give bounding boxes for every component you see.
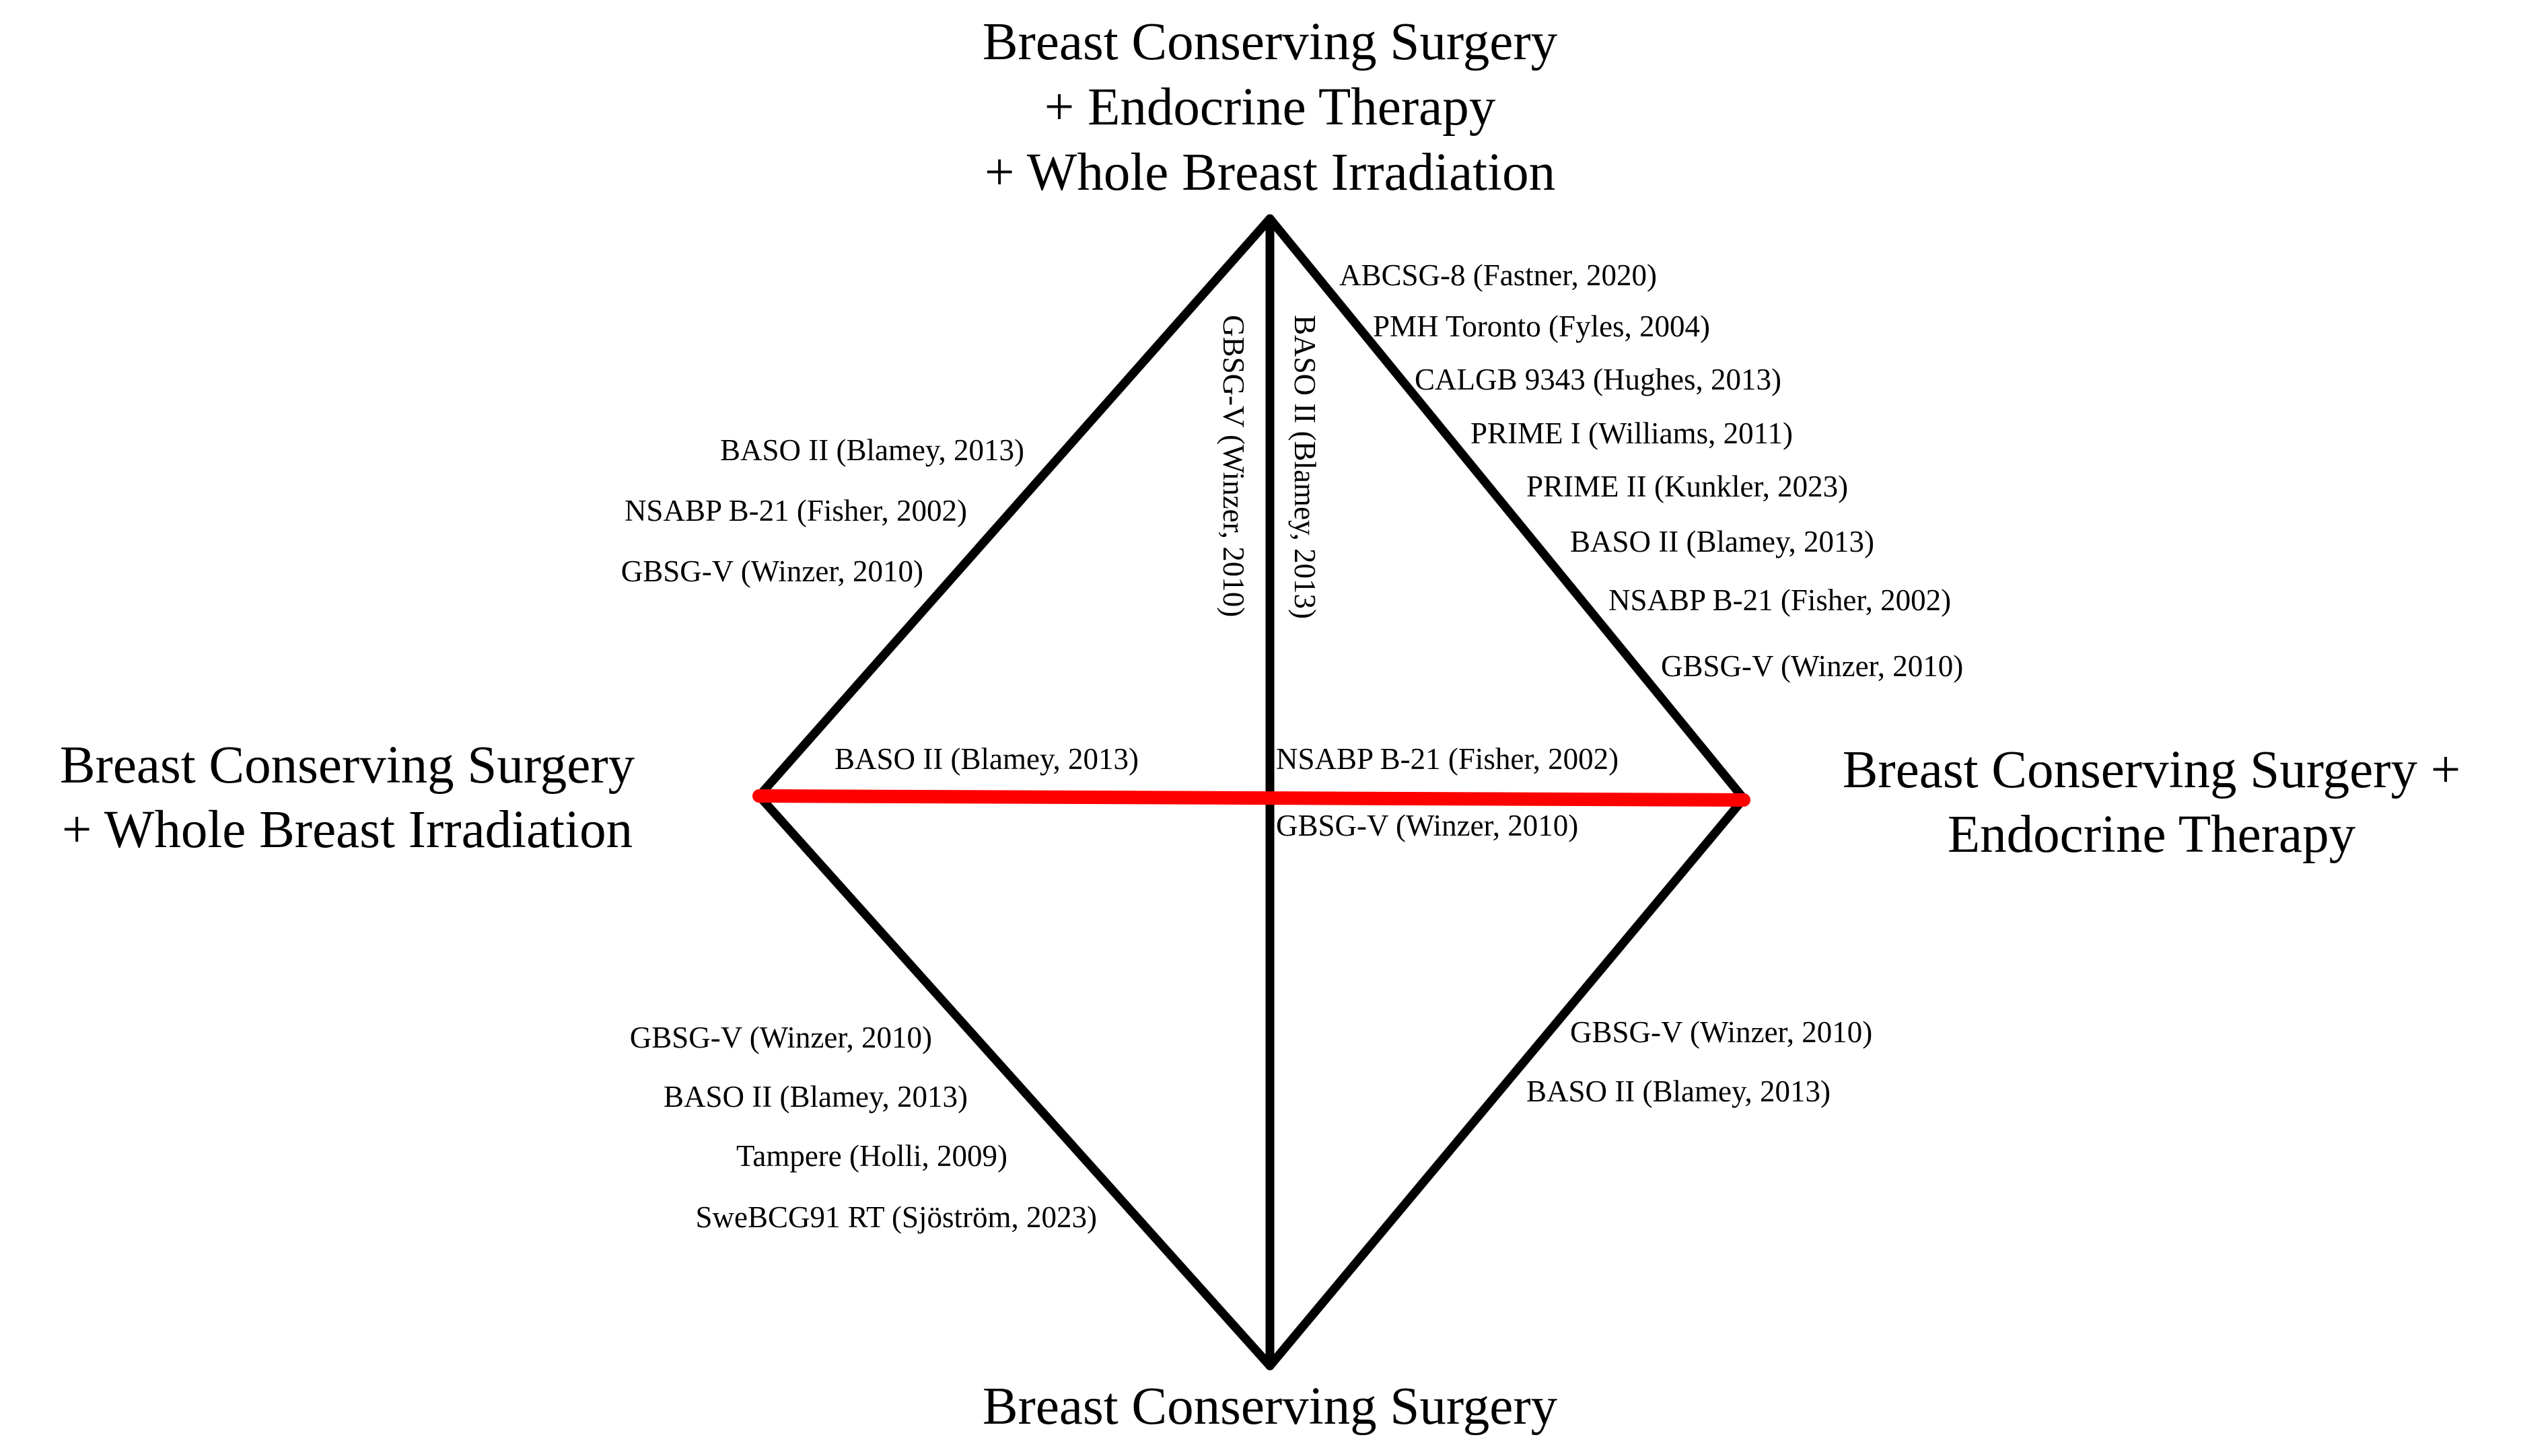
edge-top-right: [1265, 214, 1748, 803]
study-label: GBSG-V (Winzer, 2010): [1661, 649, 1963, 683]
study-label: GBSG-V (Winzer, 2010): [1217, 315, 1250, 617]
node-right-line-2: Endocrine Therapy: [1948, 805, 2356, 864]
node-bottom-label: Breast Conserving Surgery: [983, 1377, 1558, 1436]
study-label: GBSG-V (Winzer, 2010): [630, 1021, 932, 1054]
study-label: BASO II (Blamey, 2013): [720, 433, 1024, 467]
study-label: BASO II (Blamey, 2013): [835, 742, 1139, 776]
study-label: BASO II (Blamey, 2013): [1570, 525, 1874, 558]
node-left-line-2: + Whole Breast Irradiation: [62, 801, 633, 859]
studies-top-bottom: GBSG-V (Winzer, 2010) BASO II (Blamey, 2…: [1217, 315, 1322, 619]
study-label: NSABP B-21 (Fisher, 2002): [1608, 583, 1951, 617]
edge-right-bottom: [1265, 794, 1748, 1371]
study-label: NSABP B-21 (Fisher, 2002): [1276, 742, 1619, 776]
node-left-label: Breast Conserving Surgery + Whole Breast…: [60, 736, 635, 859]
study-label: PMH Toronto (Fyles, 2004): [1373, 310, 1710, 343]
study-label: PRIME II (Kunkler, 2023): [1526, 470, 1848, 503]
edge-left-bottom: [754, 791, 1275, 1371]
node-top-label: Breast Conserving Surgery + Endocrine Th…: [983, 13, 1558, 202]
study-label: Tampere (Holli, 2009): [736, 1139, 1007, 1173]
edge-left-right-highlight: [752, 789, 1750, 807]
node-right-line-1: Breast Conserving Surgery +: [1843, 741, 2461, 799]
studies-top-right: ABCSG-8 (Fastner, 2020) PMH Toronto (Fyl…: [1339, 258, 1963, 683]
study-label: CALGB 9343 (Hughes, 2013): [1415, 363, 1781, 396]
study-label: GBSG-V (Winzer, 2010): [621, 554, 923, 588]
study-label: BASO II (Blamey, 2013): [1526, 1075, 1831, 1108]
study-label: PRIME I (Williams, 2011): [1470, 416, 1793, 450]
study-label: NSABP B-21 (Fisher, 2002): [625, 494, 967, 527]
edge-top-left: [754, 214, 1275, 801]
node-bottom-line-1: Breast Conserving Surgery: [983, 1377, 1558, 1436]
studies-top-left: BASO II (Blamey, 2013) NSABP B-21 (Fishe…: [621, 433, 1024, 588]
study-label: BASO II (Blamey, 2013): [664, 1080, 968, 1114]
study-label: GBSG-V (Winzer, 2010): [1570, 1015, 1872, 1049]
node-left-line-1: Breast Conserving Surgery: [60, 736, 635, 795]
study-label: SweBCG91 RT (Sjöström, 2023): [695, 1200, 1097, 1234]
studies-left-right: BASO II (Blamey, 2013) NSABP B-21 (Fishe…: [835, 742, 1619, 842]
node-right-label: Breast Conserving Surgery + Endocrine Th…: [1843, 741, 2461, 864]
study-label: GBSG-V (Winzer, 2010): [1276, 809, 1578, 842]
study-label: ABCSG-8 (Fastner, 2020): [1339, 258, 1657, 292]
node-top-line-2: + Endocrine Therapy: [1044, 78, 1496, 137]
studies-right-bottom: GBSG-V (Winzer, 2010) BASO II (Blamey, 2…: [1526, 1015, 1872, 1108]
study-label: BASO II (Blamey, 2013): [1288, 315, 1322, 619]
studies-left-bottom: GBSG-V (Winzer, 2010) BASO II (Blamey, 2…: [630, 1021, 1097, 1234]
node-top-line-3: + Whole Breast Irradiation: [985, 143, 1555, 202]
node-top-line-1: Breast Conserving Surgery: [983, 13, 1558, 71]
